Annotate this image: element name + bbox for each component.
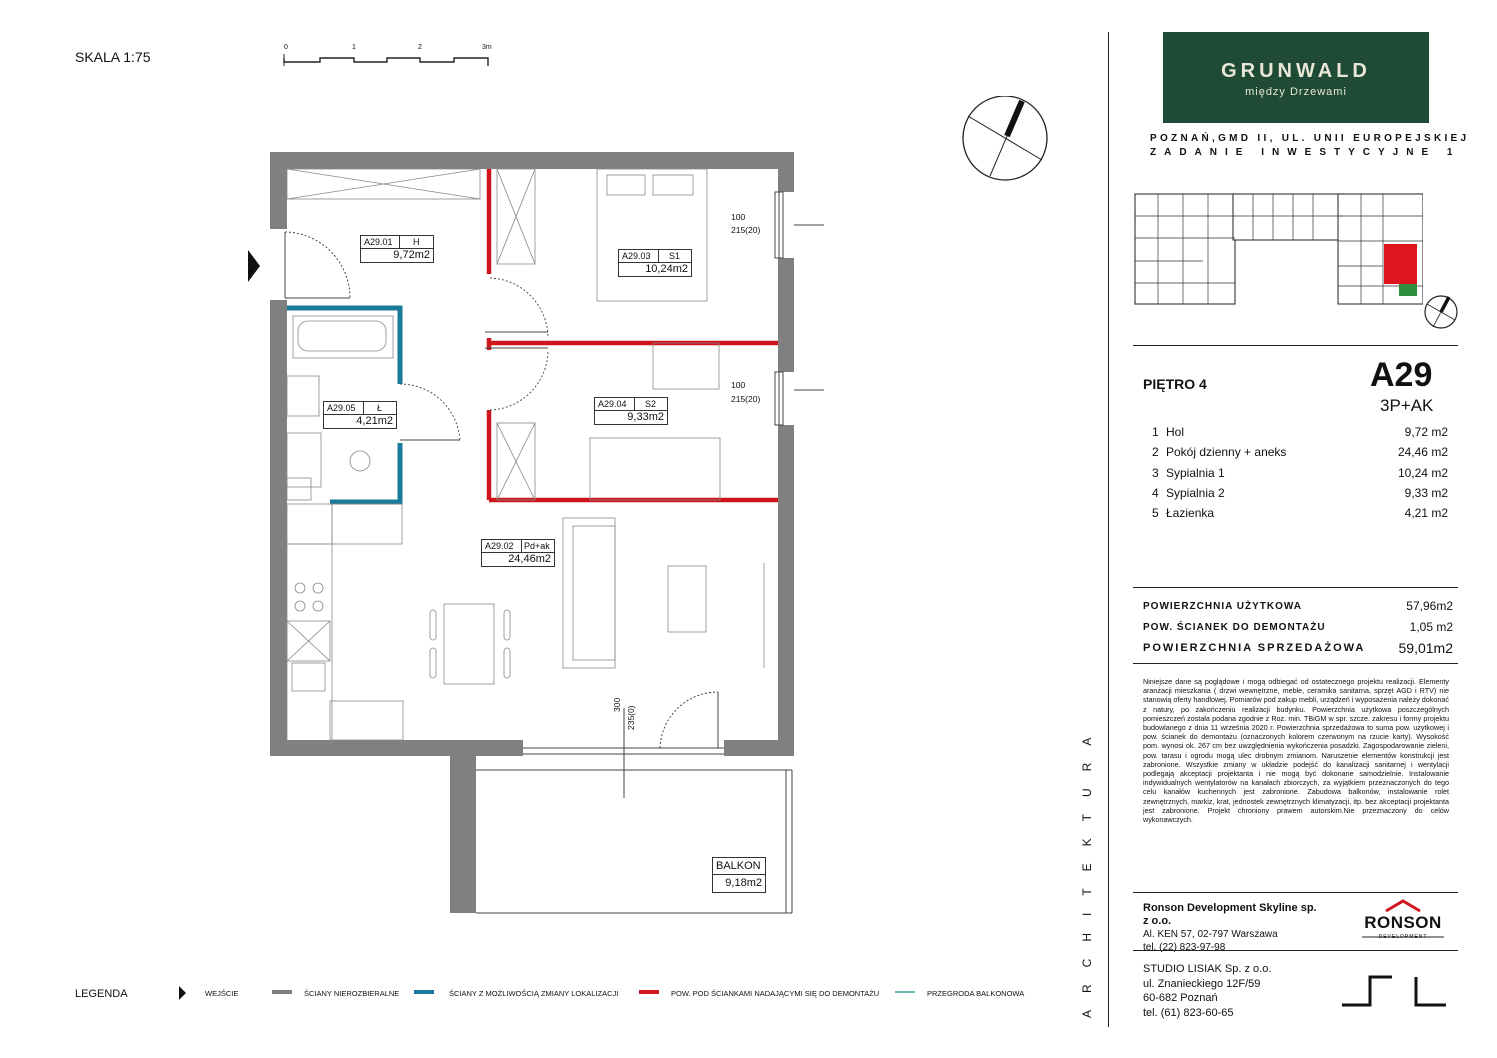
legend-demolition-swatch xyxy=(639,990,659,994)
studio-lisiak-logo xyxy=(1342,975,1446,1007)
developer-info: Ronson Development Skyline sp. z o.o. Al… xyxy=(1143,902,1323,954)
divider-3 xyxy=(1133,663,1458,664)
room-tag-hall: A29.01 H 9,72m2 xyxy=(360,235,434,263)
legend-movable-swatch xyxy=(414,990,434,994)
window-dim-2-bottom: 215(20) xyxy=(731,394,761,404)
key-plan-compass-icon xyxy=(1424,295,1458,329)
ronson-logo-text: RONSON xyxy=(1364,913,1442,932)
scale-tick-0: 0 xyxy=(284,44,288,51)
divider-5 xyxy=(1133,950,1458,951)
legend-structural-swatch xyxy=(272,990,292,994)
legend-entrance: WEJŚCIE xyxy=(205,989,239,998)
brand-logo: GRUNWALD między Drzewami xyxy=(1163,32,1429,123)
legend-structural: ŚCIANY NIEROZBIERALNE xyxy=(304,989,400,998)
window-dim-2-top: 100 xyxy=(731,380,746,390)
scale-tick-3: 3m xyxy=(482,44,492,51)
legend-demolition: POW. POD ŚCIANKAMI NADAJĄCYMI SIĘ DO DEM… xyxy=(671,989,880,998)
north-compass-icon xyxy=(962,96,1048,181)
room-tag-living: A29.02 Pd+ak 24,46m2 xyxy=(481,539,555,567)
architecture-vertical-text: ARCHITEKTURA xyxy=(1081,721,1094,1018)
movable-walls xyxy=(287,305,403,505)
disclaimer-text: Niniejsze dane są poglądowe i mogą odbie… xyxy=(1143,677,1449,825)
room-tag-bathroom: A29.05 Ł 4,21m2 xyxy=(323,401,397,429)
room-tag-bedroom-1: A29.03 S1 10,24m2 xyxy=(618,249,692,277)
brand-tagline: między Drzewami xyxy=(1245,86,1347,98)
address-line-1: POZNAŃ,GMD II, UL. UNII EUROPEJSKIEJ xyxy=(1150,133,1470,144)
developer-name: Ronson Development Skyline sp. z o.o. xyxy=(1143,902,1317,927)
structural-walls xyxy=(270,152,794,913)
window-dim-1-top: 100 xyxy=(731,212,746,222)
architect-name: STUDIO LISIAK Sp. z o.o. xyxy=(1143,963,1272,975)
entrance-legend-icon xyxy=(179,986,186,1000)
scale-tick-1: 1 xyxy=(352,44,356,51)
door-dim-a: 300 xyxy=(612,697,622,712)
room-tag-balcony: BALKON 9,18m2 xyxy=(712,857,766,893)
architecture-vertical-label: ARCHITEKTURA xyxy=(1080,708,1101,1030)
door-dim-b: 235(0) xyxy=(626,705,636,730)
panel-divider xyxy=(1108,32,1109,1027)
ronson-logo: RONSON DEVELOPMENT xyxy=(1358,897,1448,945)
scale-tick-2: 2 xyxy=(418,44,422,51)
legend-partition-swatch xyxy=(895,991,915,993)
divider-4 xyxy=(1133,892,1458,893)
entrance-arrow-icon xyxy=(248,250,260,282)
address-line-2: ZADANIE INWESTYCYJNE 1 xyxy=(1150,147,1461,158)
key-plan xyxy=(1134,193,1423,305)
legend-title: LEGENDA xyxy=(75,988,128,1000)
window-dim-1-bottom: 215(20) xyxy=(731,225,761,235)
scale-bar-line xyxy=(283,54,489,66)
floor-plan xyxy=(248,152,824,914)
scale-label: SKALA 1:75 xyxy=(75,49,151,65)
architect-city: 60-682 Poznań xyxy=(1143,992,1218,1004)
divider-1 xyxy=(1133,345,1458,346)
apartment-type: 3P+AK xyxy=(1380,396,1434,415)
divider-2 xyxy=(1133,587,1458,588)
developer-address: Al. KEN 57, 02-797 Warszawa xyxy=(1143,929,1278,940)
floor-label: PIĘTRO 4 xyxy=(1143,376,1207,392)
brand-name: GRUNWALD xyxy=(1221,60,1371,82)
ronson-logo-sub: DEVELOPMENT xyxy=(1378,934,1428,940)
scale-bar: 0 1 2 3m xyxy=(282,44,494,70)
architect-street: ul. Znanieckiego 12F/59 xyxy=(1143,977,1261,990)
architect-info: STUDIO LISIAK Sp. z o.o. ul. Znanieckieg… xyxy=(1143,962,1323,1020)
room-tag-bedroom-2: A29.04 S2 9,33m2 xyxy=(594,397,668,425)
legend-partition: PRZEGRODA BALKONOWA xyxy=(927,989,1025,998)
developer-phone: tel. (22) 823-97-98 xyxy=(1143,942,1226,953)
legend-movable: ŚCIANY Z MOŻLIWOŚCIĄ ZMIANY LOKALIZACJI xyxy=(449,989,619,998)
apartment-id: A29 xyxy=(1370,356,1433,394)
architect-phone: tel. (61) 823-60-65 xyxy=(1143,1006,1234,1019)
